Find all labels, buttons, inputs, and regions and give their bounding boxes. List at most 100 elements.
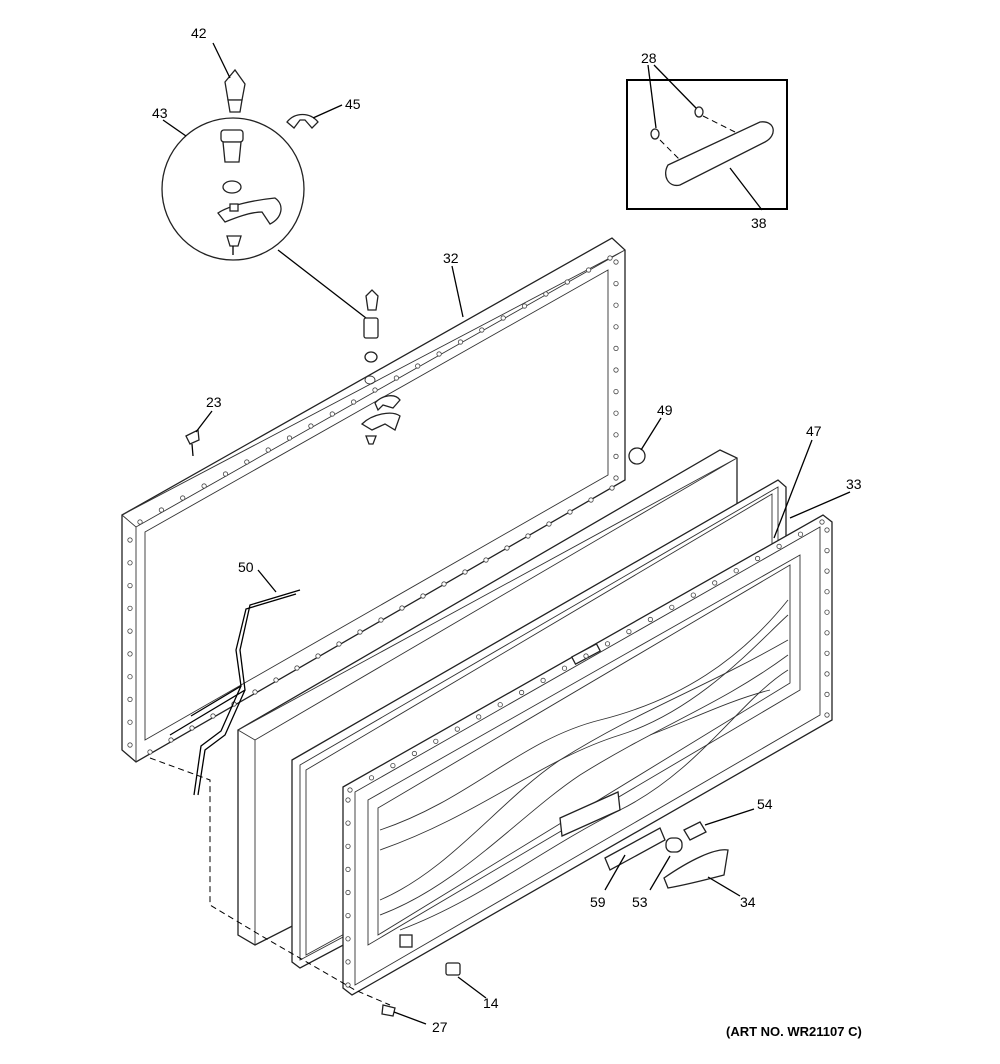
screw-hole xyxy=(583,653,589,659)
screw-hole xyxy=(345,889,351,896)
outer-door-screw-holes xyxy=(127,255,619,755)
screw-hole xyxy=(273,677,279,683)
screw-hole xyxy=(613,345,619,351)
screw-hole xyxy=(372,387,378,393)
screw-hole xyxy=(457,339,464,345)
screw-hole xyxy=(393,375,399,381)
screw-hole xyxy=(824,547,830,554)
detail-leader-line xyxy=(277,249,367,319)
leader-lines xyxy=(162,42,851,1025)
screw-hole xyxy=(244,459,250,465)
screw-hole xyxy=(308,423,314,429)
plug-part xyxy=(381,1004,396,1017)
screw-hole xyxy=(824,527,830,533)
handle-inset-box xyxy=(626,79,788,210)
screw-hole xyxy=(824,691,830,698)
label-59: 59 xyxy=(590,894,606,910)
label-54: 54 xyxy=(757,796,773,812)
screw-hole xyxy=(504,545,510,551)
screw-hole xyxy=(368,775,375,781)
label-45: 45 xyxy=(345,96,361,112)
screw-hole xyxy=(345,959,351,965)
label-47: 47 xyxy=(806,423,822,439)
screw-hole xyxy=(265,447,271,453)
bumper-part xyxy=(628,447,646,465)
screw-hole xyxy=(540,677,546,684)
label-53: 53 xyxy=(632,894,648,910)
label-27: 27 xyxy=(432,1019,448,1035)
screw-hole xyxy=(180,495,186,501)
screw-hole xyxy=(604,641,611,647)
label-43: 43 xyxy=(152,105,168,121)
screw-hole xyxy=(127,674,133,680)
screw-hole xyxy=(824,671,830,677)
lock-assembly-parts xyxy=(604,821,729,889)
screw-hole xyxy=(476,714,482,720)
screw-hole xyxy=(561,665,568,671)
screw-hole xyxy=(797,531,804,537)
label-42: 42 xyxy=(191,25,207,41)
screw-hole xyxy=(350,399,357,405)
label-34: 34 xyxy=(740,894,756,910)
screw-hole xyxy=(754,555,761,562)
screw-hole xyxy=(588,497,594,503)
screw-hole xyxy=(613,367,619,373)
screw-hole xyxy=(776,543,782,550)
screw-hole xyxy=(127,628,133,634)
screw-hole xyxy=(315,653,321,659)
label-32: 32 xyxy=(443,250,459,266)
screw-hole xyxy=(345,820,351,826)
screw-hole xyxy=(436,351,442,357)
screw-hole xyxy=(147,749,153,755)
screw-hole xyxy=(564,279,570,285)
screw-hole xyxy=(613,432,619,438)
screw-hole xyxy=(613,280,619,287)
hinge-pin-part xyxy=(224,68,246,113)
screw-hole xyxy=(127,696,133,703)
screw-hole xyxy=(819,519,825,525)
screw-hole xyxy=(733,568,739,574)
screw-hole xyxy=(168,737,174,743)
screw-hole xyxy=(824,609,830,615)
hinge-detail-circle xyxy=(161,117,305,261)
screw-hole xyxy=(497,702,503,708)
screw-hole xyxy=(420,593,426,599)
screw-hole xyxy=(626,628,632,635)
screw-hole xyxy=(824,650,830,656)
screw-hole xyxy=(521,303,528,309)
screw-hole xyxy=(399,605,405,611)
screw-hole xyxy=(357,629,363,635)
screw-hole xyxy=(543,291,549,297)
screw-hole xyxy=(525,533,531,539)
screw-hole xyxy=(378,617,384,623)
screw-hole xyxy=(201,483,207,489)
hinge-clip-part xyxy=(286,113,319,129)
label-38: 38 xyxy=(751,215,767,231)
alignment-dashed-line xyxy=(149,757,391,1006)
screw-hole xyxy=(546,521,552,527)
screw-hole xyxy=(479,327,485,333)
screw-hole xyxy=(690,592,696,598)
label-50: 50 xyxy=(238,559,254,575)
screw-hole xyxy=(647,616,654,623)
screw-hole xyxy=(712,580,718,586)
screw-hole xyxy=(500,315,506,321)
screw-hole xyxy=(345,843,351,849)
screw-hole xyxy=(462,569,468,575)
screw-hole xyxy=(127,560,133,566)
screw-hole xyxy=(127,651,133,657)
outer-door-panel xyxy=(121,237,626,763)
screw-hole xyxy=(483,557,489,563)
screw-hole xyxy=(518,689,525,696)
screw-hole xyxy=(613,302,619,308)
screw-hole xyxy=(127,742,133,748)
wire-harness xyxy=(169,589,301,796)
screw-hole xyxy=(345,866,351,873)
screw-hole xyxy=(613,259,619,265)
label-28: 28 xyxy=(641,50,657,66)
screw-hole xyxy=(613,453,619,459)
label-23: 23 xyxy=(206,394,222,410)
screw-hole xyxy=(345,982,351,988)
screw-hole xyxy=(607,255,613,261)
